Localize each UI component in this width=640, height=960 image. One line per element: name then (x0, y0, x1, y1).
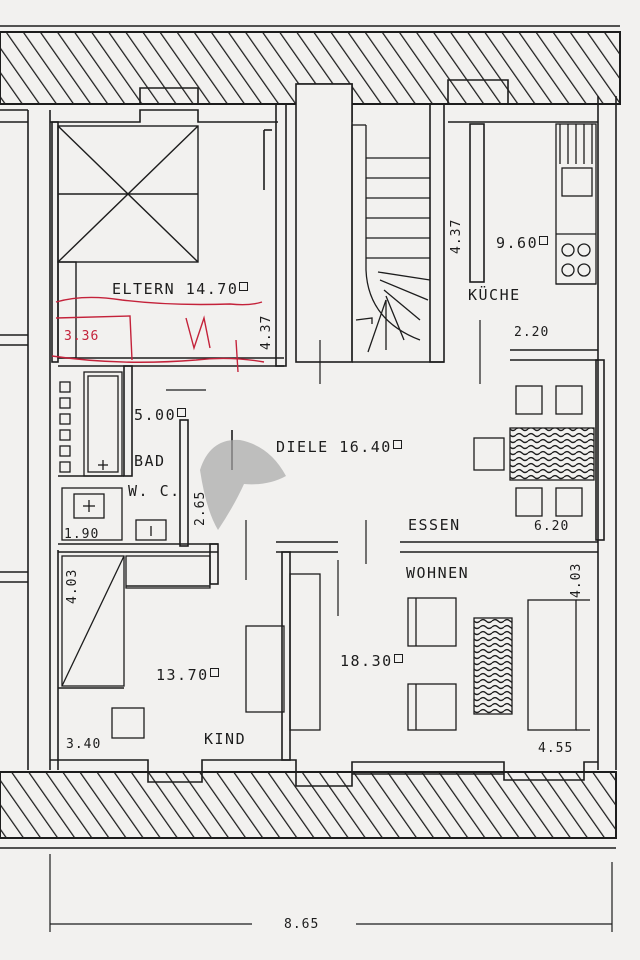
dim-eltern-width: 3.36 (64, 329, 100, 344)
room-kind: KIND (204, 730, 247, 748)
dim-kueche-width: 2.20 (514, 325, 550, 340)
red-pen-marks (51, 296, 265, 373)
eltern-wardrobe (57, 125, 199, 359)
room-eltern: ELTERN 14.70 (112, 282, 249, 297)
kind-furniture (61, 555, 211, 739)
room-essen-area: 6.20 (534, 519, 570, 534)
room-bad-area: 5.00 (134, 408, 187, 423)
hallway-shading (200, 439, 286, 530)
living-furniture (245, 573, 590, 731)
dim-diele-width: 2.65 (193, 490, 208, 526)
room-kueche: KÜCHE (468, 286, 521, 304)
room-kueche-area: 9.60 (496, 236, 549, 251)
dim-bad-width: 1.90 (64, 527, 100, 542)
dim-kind-depth: 4.03 (65, 568, 80, 604)
bathroom-fixtures (59, 371, 167, 541)
area-marker-icon (539, 236, 549, 245)
room-bad: BAD (134, 452, 166, 470)
dim-total-width: 8.65 (284, 917, 320, 932)
bottom-roof-hatch (0, 771, 617, 849)
room-wohnen-area: 18.30 (340, 654, 403, 669)
room-wc: W. C. (128, 482, 181, 500)
dimension-lines (49, 320, 613, 932)
dim-kind-width: 3.40 (66, 737, 102, 752)
dim-stair-length: 4.37 (449, 218, 464, 254)
room-wohnen: WOHNEN (406, 564, 470, 582)
dim-wohnen-depth: 4.03 (569, 562, 584, 598)
area-marker-icon (239, 282, 249, 291)
dim-eltern-depth: 4.37 (259, 314, 274, 350)
staircase (351, 124, 431, 360)
area-marker-icon (209, 668, 219, 677)
kitchen-fixtures (555, 123, 597, 285)
room-diele: DIELE 16.40 (276, 440, 402, 455)
area-marker-icon (392, 440, 402, 449)
dim-wohnen-width: 4.55 (538, 741, 574, 756)
area-marker-icon (177, 408, 187, 417)
room-essen: ESSEN (408, 516, 461, 534)
dining-furniture (473, 385, 595, 517)
room-kind-area: 13.70 (156, 668, 219, 683)
area-marker-icon (393, 654, 403, 663)
